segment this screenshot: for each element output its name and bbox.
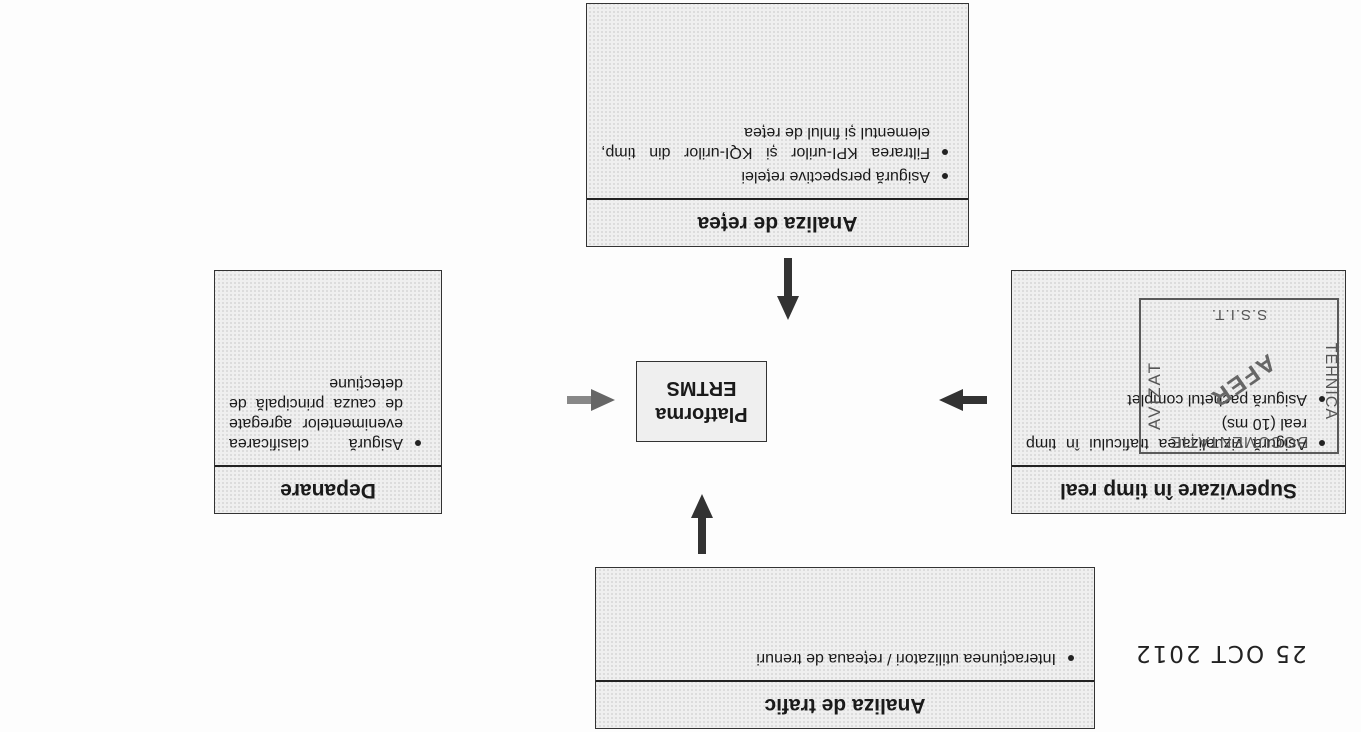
traffic-analysis-box: Analiza de trafic Interacțiunea utilizat… — [595, 567, 1095, 729]
realtime-monitoring-title: Supervizare în timp real — [1012, 465, 1345, 513]
network-analysis-title: Analiza de rețea — [587, 198, 968, 246]
stamp-left-text: TEHNICA — [1322, 342, 1339, 420]
troubleshooting-title: Depanare — [215, 465, 441, 513]
traffic-analysis-bullet: Interacțiunea utilizatori / rețeaua de t… — [610, 648, 1078, 668]
date-stamp: 25 OCT 2012 — [1134, 640, 1307, 666]
troubleshooting-box: Depanare Asigură clasificarea evenimente… — [214, 270, 442, 514]
arrow-left-icon — [567, 389, 615, 411]
stamp-bottom-text: S.S.I.T. — [1210, 306, 1268, 323]
arrow-down-icon — [691, 494, 713, 554]
arrow-right-icon — [939, 389, 987, 411]
arrow-up-icon — [777, 258, 799, 320]
traffic-analysis-list: Interacțiunea utilizatori / rețeaua de t… — [596, 648, 1094, 680]
network-analysis-bullet: Filtrarea KPI-urilor și KQI-urilor din t… — [601, 122, 952, 162]
network-analysis-box: Analiza de rețea Asigură perspective reț… — [586, 3, 969, 247]
platform-label-line1: Platforma — [655, 403, 748, 425]
platform-label-line2: ERTMS — [666, 377, 737, 399]
network-analysis-bullet: Asigură perspective rețelei — [601, 166, 952, 186]
traffic-analysis-title: Analiza de trafic — [596, 680, 1094, 728]
troubleshooting-bullet: Asigură clasificarea evenimentelor agreg… — [229, 373, 425, 453]
approval-stamp: DOCUMENTAȚIE TEHNICA AVIZAT AFER S.S.I.T… — [1139, 298, 1339, 454]
stamp-top-text: DOCUMENTAȚIE — [1169, 433, 1309, 450]
stamp-logo: AFER — [1204, 348, 1281, 413]
network-analysis-list: Asigură perspective rețelei Filtrarea KP… — [587, 122, 968, 198]
stamp-right-text: AVIZAT — [1145, 361, 1164, 430]
platform-box: Platforma ERTMS — [636, 361, 767, 442]
troubleshooting-list: Asigură clasificarea evenimentelor agreg… — [215, 373, 441, 465]
